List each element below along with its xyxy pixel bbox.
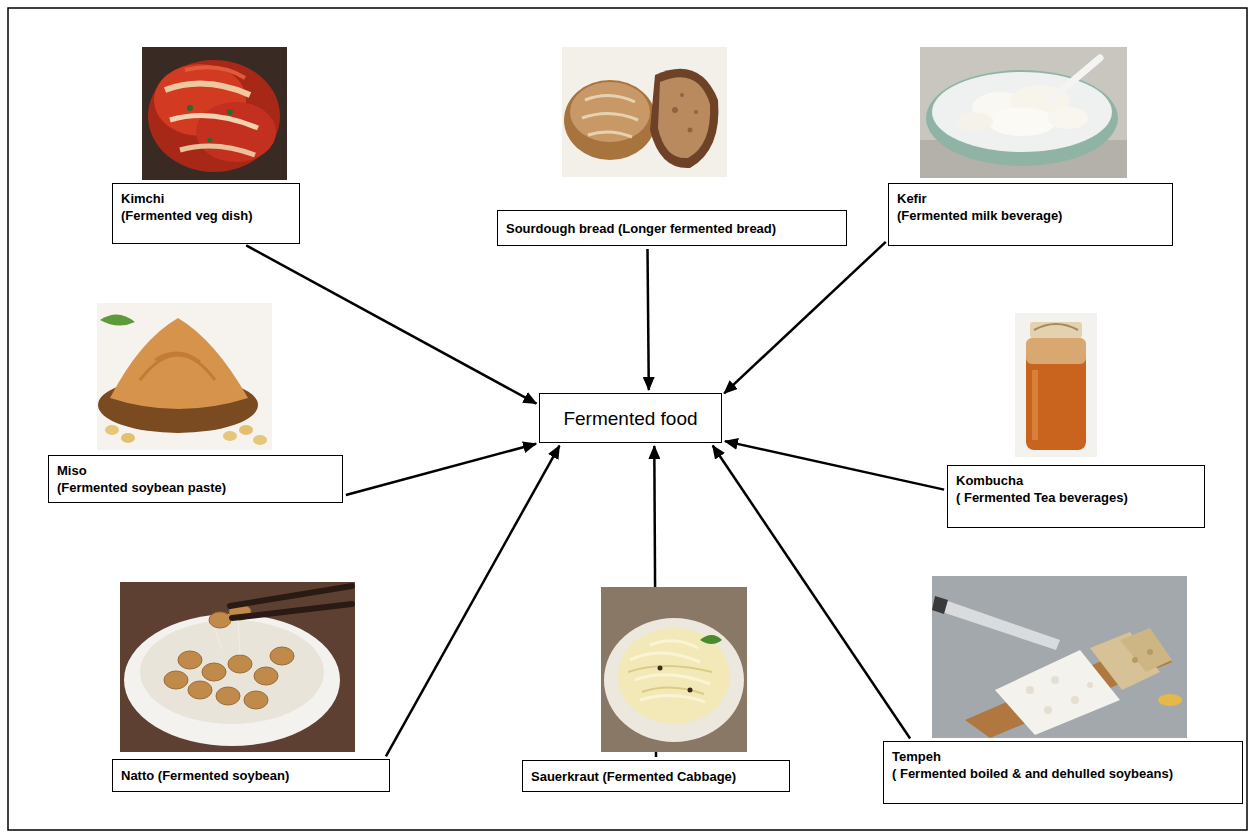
sourdough-photo bbox=[562, 47, 727, 177]
food-label-box: Tempeh( Fermented boiled & and dehulled … bbox=[883, 741, 1243, 804]
food-label-box: Kombucha( Fermented Tea beverages) bbox=[947, 465, 1205, 528]
food-description: (Fermented milk beverage) bbox=[897, 207, 1164, 224]
sauerkraut-photo bbox=[601, 587, 747, 752]
food-label-box: Miso(Fermented soybean paste) bbox=[48, 455, 343, 503]
arrow-connector bbox=[724, 242, 886, 394]
food-name: Miso bbox=[57, 462, 334, 479]
food-label-box: Sauerkraut (Fermented Cabbage) bbox=[522, 760, 790, 792]
kefir-photo bbox=[920, 47, 1127, 178]
kombucha-photo bbox=[1015, 313, 1097, 457]
food-name: Kimchi bbox=[121, 190, 291, 207]
food-description: (Fermented veg dish) bbox=[121, 207, 291, 224]
central-box: Fermented food bbox=[539, 393, 722, 443]
food-name: Sauerkraut (Fermented Cabbage) bbox=[531, 768, 781, 785]
arrow-connector bbox=[386, 446, 560, 757]
food-name: Kefir bbox=[897, 190, 1164, 207]
food-name: Tempeh bbox=[892, 748, 1234, 765]
food-description: ( Fermented boiled & and dehulled soybea… bbox=[892, 765, 1234, 782]
food-label-box: Kefir(Fermented milk beverage) bbox=[888, 183, 1173, 246]
central-label: Fermented food bbox=[563, 407, 697, 430]
food-label-box: Kimchi(Fermented veg dish) bbox=[112, 183, 300, 244]
arrow-connector bbox=[246, 245, 536, 403]
arrow-connector bbox=[346, 444, 536, 495]
miso-photo bbox=[97, 303, 272, 450]
food-label-box: Sourdough bread (Longer fermented bread) bbox=[497, 210, 847, 246]
arrow-connector bbox=[648, 249, 649, 390]
food-description: ( Fermented Tea beverages) bbox=[956, 489, 1196, 506]
kimchi-photo bbox=[142, 47, 287, 180]
tempeh-photo bbox=[932, 576, 1187, 738]
food-name: Sourdough bread (Longer fermented bread) bbox=[506, 220, 838, 237]
food-label-box: Natto (Fermented soybean) bbox=[112, 759, 390, 792]
arrow-connector bbox=[725, 441, 944, 490]
food-name: Kombucha bbox=[956, 472, 1196, 489]
outer-frame bbox=[8, 8, 1247, 830]
food-description: (Fermented soybean paste) bbox=[57, 479, 334, 496]
natto-photo bbox=[120, 582, 355, 752]
food-name: Natto (Fermented soybean) bbox=[121, 767, 381, 784]
